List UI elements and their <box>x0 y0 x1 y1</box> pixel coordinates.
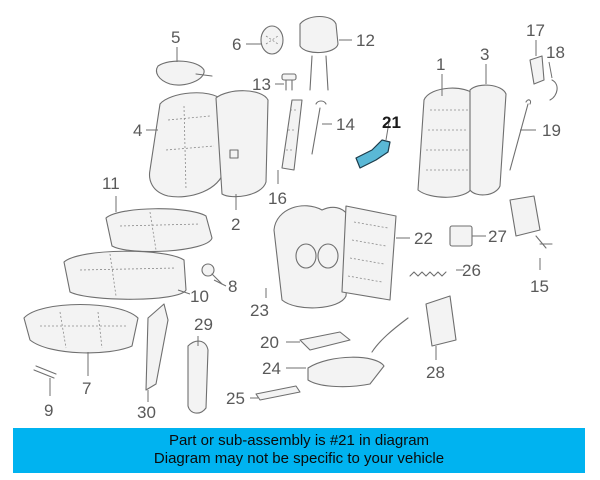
part-26-spring <box>409 271 447 277</box>
part-14-rod <box>311 100 327 155</box>
callout-11: 11 <box>102 174 120 193</box>
part-7-seat-pan <box>23 303 139 354</box>
callout-27: 27 <box>488 227 507 246</box>
callout-23: 23 <box>250 301 269 320</box>
callout-1: 1 <box>436 55 445 74</box>
callout-4: 4 <box>133 121 142 140</box>
part-25-rail <box>255 385 301 401</box>
banner-line-disclaimer: Diagram may not be specific to your vehi… <box>153 450 445 467</box>
part-23-seat-frame <box>273 205 353 309</box>
callout-18: 18 <box>546 43 565 62</box>
callout-30: 30 <box>137 403 156 422</box>
callout-8: 8 <box>228 277 237 296</box>
callout-29: 29 <box>194 315 213 334</box>
part-28-control-unit <box>425 295 457 347</box>
callout-22: 22 <box>414 229 433 248</box>
part-19-cable <box>509 99 532 171</box>
part-11-seat-cushion <box>105 208 213 253</box>
callout-28: 28 <box>426 363 445 382</box>
callout-9: 9 <box>44 401 53 420</box>
callout-12: 12 <box>356 31 375 50</box>
part-6-cap <box>260 25 284 55</box>
part-30-side-panel <box>145 303 169 391</box>
part-12-headrest <box>299 15 339 91</box>
part-10-seat-cover <box>63 250 187 300</box>
info-banner: Part or sub-assembly is #21 in diagram D… <box>13 428 585 473</box>
callout-16: 16 <box>268 189 287 208</box>
leader-lines <box>49 39 553 402</box>
part-27-module <box>449 225 473 247</box>
callout-14: 14 <box>336 115 355 134</box>
callout-15: 15 <box>530 277 549 296</box>
part-4-back-cushion <box>148 92 225 198</box>
callout-25: 25 <box>226 389 245 408</box>
part-17-clip <box>529 55 545 85</box>
callout-7: 7 <box>82 379 91 398</box>
part-15-motor <box>509 195 553 249</box>
part-2-back-cover <box>215 90 269 198</box>
callout-5: 5 <box>171 28 180 47</box>
callout-17: 17 <box>526 21 545 40</box>
callout-13: 13 <box>252 75 271 94</box>
part-21-bracket-highlighted <box>355 139 391 169</box>
part-16-rail <box>281 99 303 171</box>
part-5-handle <box>155 60 213 86</box>
callout-10: 10 <box>190 287 209 306</box>
part-1-back-frame <box>417 87 477 198</box>
part-29-trim-panel <box>187 340 209 414</box>
callout-24: 24 <box>262 359 281 378</box>
callout-6: 6 <box>232 35 241 54</box>
callout-19: 19 <box>542 121 561 140</box>
part-13-knob <box>281 73 297 91</box>
callout-26: 26 <box>462 261 481 280</box>
part-22-mesh-panel <box>341 205 397 301</box>
part-9-pin <box>33 365 57 379</box>
banner-line-part: Part or sub-assembly is #21 in diagram <box>168 432 430 449</box>
callout-3: 3 <box>480 45 489 64</box>
part-3-back-panel <box>469 84 507 196</box>
callout-20: 20 <box>260 333 279 352</box>
callout-21: 21 <box>382 113 401 132</box>
part-8-bolt <box>201 263 223 285</box>
part-24-lower-bracket <box>307 317 409 388</box>
part-20-bracket <box>299 331 351 351</box>
callout-2: 2 <box>231 215 240 234</box>
part-18-hook <box>549 79 558 101</box>
